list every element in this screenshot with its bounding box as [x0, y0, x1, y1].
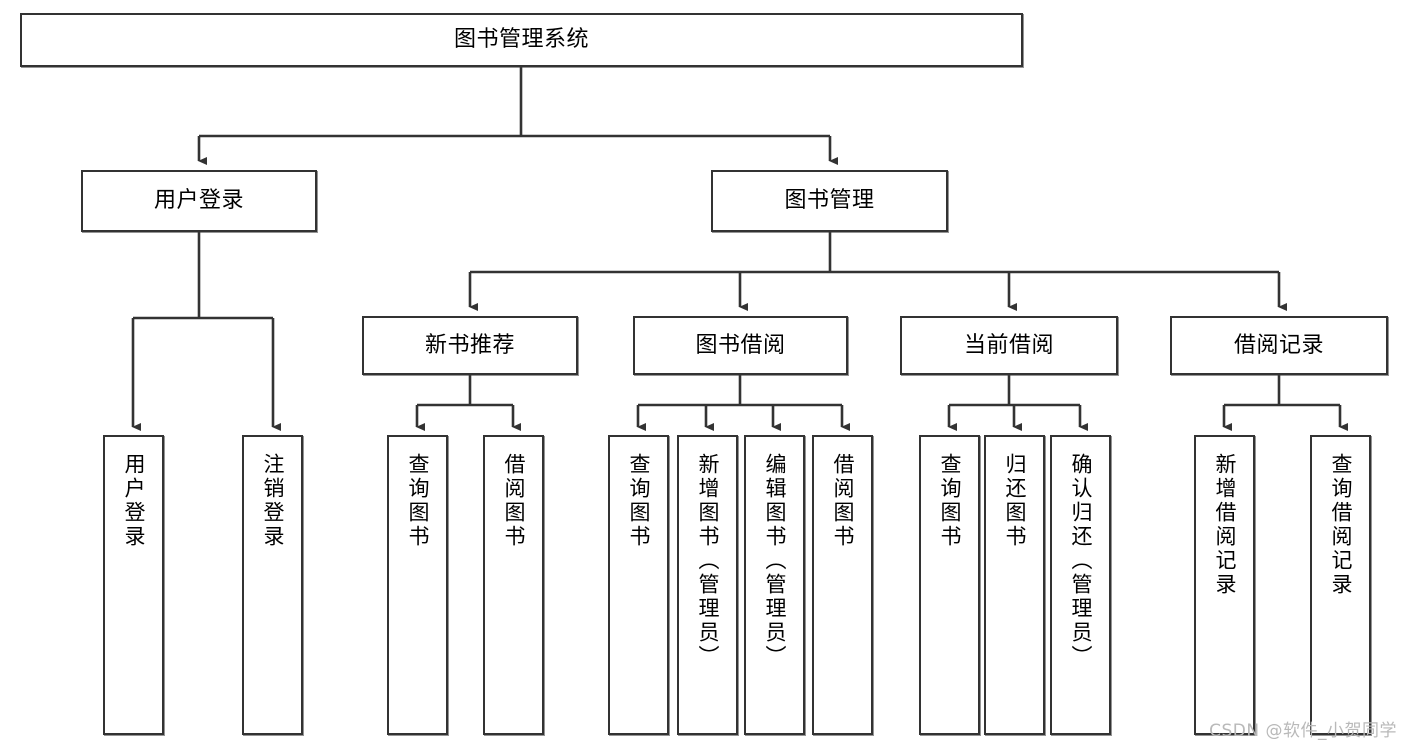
node-label: 新书推荐	[424, 332, 515, 358]
node-label: 借阅记录	[1233, 332, 1324, 358]
leaf-new-book-borrow[interactable]: 借阅图书	[483, 435, 544, 735]
node-label: 图书管理系统	[453, 27, 589, 53]
leaf-new-book-query[interactable]: 查询图书	[387, 435, 448, 735]
csdn-watermark: CSDN @软件_小贺同学	[1209, 721, 1397, 741]
node-label: 查询图书	[938, 453, 962, 549]
leaf-current-borrow-confirm-return[interactable]: 确认归还（管理员）	[1050, 435, 1111, 735]
leaf-current-borrow-query[interactable]: 查询图书	[919, 435, 980, 735]
leaf-book-borrow-query[interactable]: 查询图书	[608, 435, 669, 735]
node-label: 查询借阅记录	[1329, 453, 1353, 597]
leaf-user-login-login[interactable]: 用户登录	[103, 435, 164, 735]
leaf-book-borrow-add[interactable]: 新增图书（管理员）	[677, 435, 738, 735]
node-new-book-recommend[interactable]: 新书推荐	[362, 316, 578, 375]
node-label: 注销登录	[261, 453, 285, 549]
node-user-login[interactable]: 用户登录	[81, 170, 317, 232]
leaf-book-borrow-borrow[interactable]: 借阅图书	[812, 435, 873, 735]
leaf-current-borrow-return[interactable]: 归还图书	[984, 435, 1045, 735]
node-current-borrow[interactable]: 当前借阅	[900, 316, 1118, 375]
node-label: 归还图书	[1003, 453, 1027, 549]
node-label: 借阅图书	[502, 453, 526, 549]
node-label: 查询图书	[406, 453, 430, 549]
node-label: 编辑图书（管理员）	[763, 453, 787, 669]
leaf-borrow-record-add[interactable]: 新增借阅记录	[1194, 435, 1255, 735]
node-label: 用户登录	[122, 453, 146, 549]
node-borrow-record[interactable]: 借阅记录	[1170, 316, 1388, 375]
leaf-book-borrow-edit[interactable]: 编辑图书（管理员）	[744, 435, 805, 735]
node-book-borrow[interactable]: 图书借阅	[633, 316, 848, 375]
node-label: 新增图书（管理员）	[696, 453, 720, 669]
leaf-user-login-logout[interactable]: 注销登录	[242, 435, 303, 735]
node-label: 当前借阅	[963, 332, 1054, 358]
leaf-borrow-record-query[interactable]: 查询借阅记录	[1310, 435, 1371, 735]
node-label: 查询图书	[627, 453, 651, 549]
node-label: 新增借阅记录	[1213, 453, 1237, 597]
node-label: 确认归还（管理员）	[1069, 453, 1093, 669]
node-label: 用户登录	[153, 188, 244, 214]
node-label: 借阅图书	[831, 453, 855, 549]
node-book-management[interactable]: 图书管理	[711, 170, 948, 232]
node-label: 图书管理	[784, 188, 875, 214]
node-label: 图书借阅	[695, 332, 786, 358]
node-root-system[interactable]: 图书管理系统	[20, 13, 1023, 67]
